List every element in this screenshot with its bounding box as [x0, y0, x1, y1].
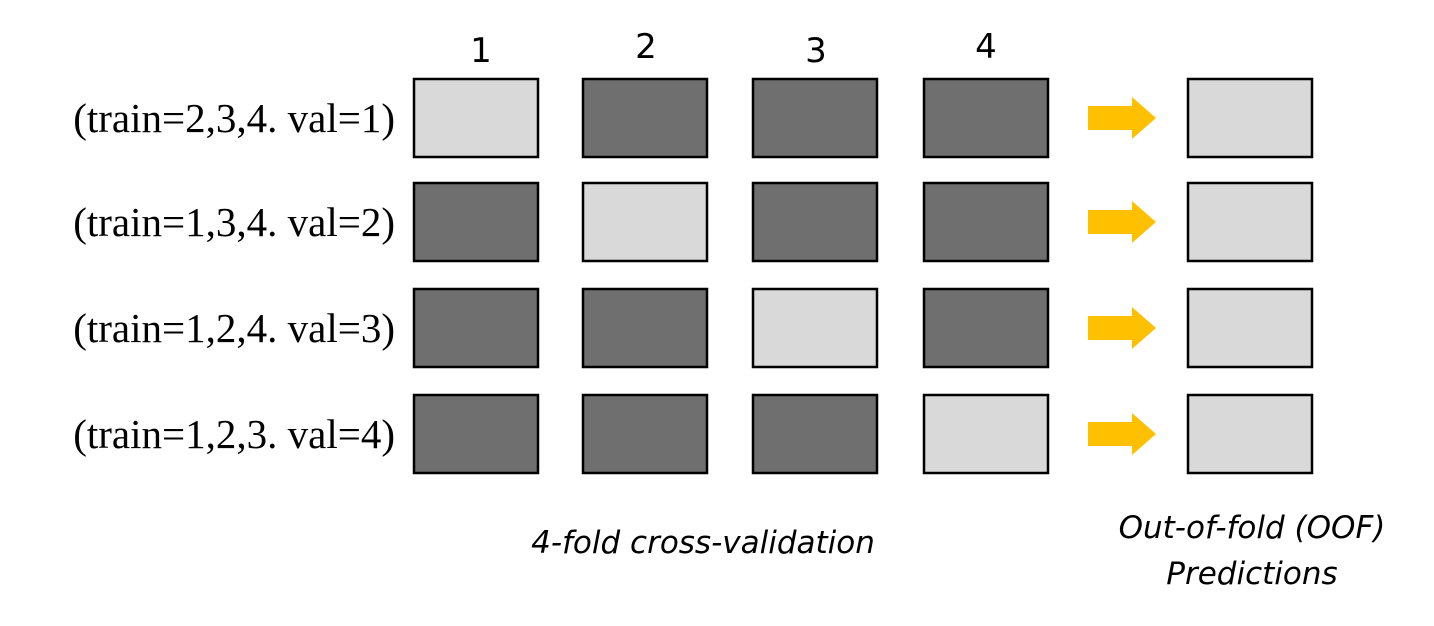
fold-box-row3-fold4-train — [922, 287, 1050, 369]
fold-header-3: 3 — [805, 31, 827, 71]
fold-box-row3-fold2-train — [581, 287, 709, 369]
row-label-2: (train=1,3,4. val=2) — [73, 199, 395, 245]
oof-caption-line2: Predictions — [1166, 556, 1337, 592]
row-label-3: (train=1,2,4. val=3) — [73, 305, 395, 351]
fold-box-row3-fold1-train — [412, 287, 540, 369]
fold-box-row2-fold1-train — [412, 181, 540, 263]
fold-box-row4-fold3-train — [751, 393, 879, 475]
fold-header-1: 1 — [470, 31, 492, 71]
arrow-icon-row4 — [1088, 413, 1156, 455]
fold-box-row2-fold2-validation — [581, 181, 709, 263]
fold-box-row3-fold3-validation — [751, 287, 879, 369]
cv-caption: 4-fold cross-validation — [531, 525, 875, 561]
arrows — [1088, 97, 1156, 455]
fold-box-row1-fold1-validation — [412, 77, 540, 159]
fold-header-2: 2 — [635, 27, 657, 67]
fold-box-row2-fold4-train — [922, 181, 1050, 263]
oof-predictions-column — [1186, 77, 1314, 475]
oof-box-row1 — [1186, 77, 1314, 159]
fold-header-4: 4 — [975, 27, 997, 67]
fold-box-row2-fold3-train — [751, 181, 879, 263]
arrow-icon-row2 — [1088, 201, 1156, 243]
arrow-icon-row1 — [1088, 97, 1156, 139]
fold-box-row1-fold4-train — [922, 77, 1050, 159]
row-label-4: (train=1,2,3. val=4) — [73, 411, 395, 457]
fold-box-row1-fold2-train — [581, 77, 709, 159]
fold-box-row4-fold2-train — [581, 393, 709, 475]
arrow-icon-row3 — [1088, 307, 1156, 349]
fold-box-row4-fold4-validation — [922, 393, 1050, 475]
oof-box-row4 — [1186, 393, 1314, 475]
fold-box-row1-fold3-train — [751, 77, 879, 159]
fold-grid — [412, 77, 1050, 475]
fold-box-row4-fold1-train — [412, 393, 540, 475]
oof-caption-line1: Out-of-fold (OOF) — [1119, 510, 1386, 546]
oof-box-row3 — [1186, 287, 1314, 369]
oof-box-row2 — [1186, 181, 1314, 263]
row-label-1: (train=2,3,4. val=1) — [73, 95, 395, 141]
